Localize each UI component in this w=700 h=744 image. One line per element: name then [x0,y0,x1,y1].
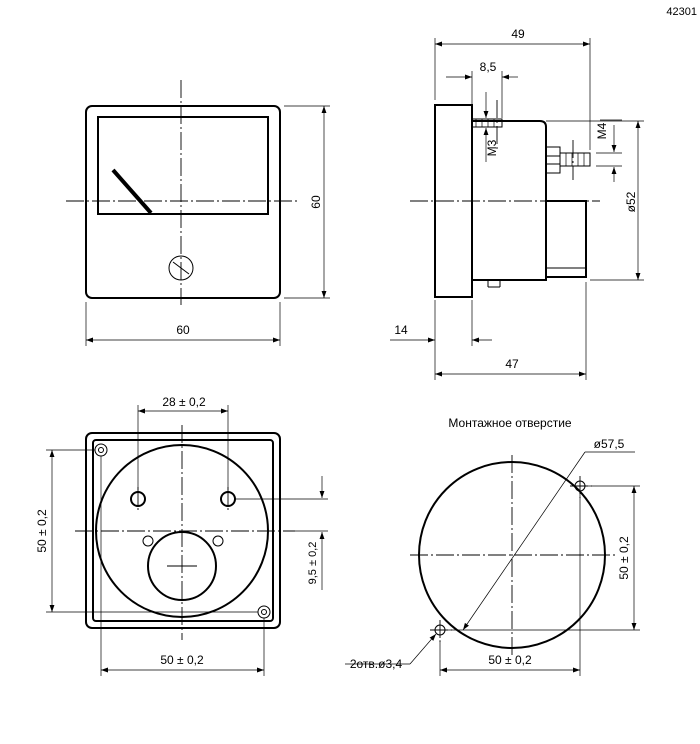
rear-view: 28 ± 0,2 50 ± 0,2 50 ± 0,2 9,5 ± 0,2 [35,395,328,676]
front-view: 60 60 [66,80,330,346]
rear-stud-offset-label: 9,5 ± 0,2 [307,542,319,585]
cutout-vertical-spacing-label: 50 ± 0,2 [617,536,631,580]
depth-label: 47 [505,357,519,371]
rear-case-inner [92,439,274,622]
screw-m4 [559,152,591,167]
stud-spacing-label: 28 ± 0,2 [162,395,206,409]
mounting-hole-title: Монтажное отверстие [448,416,571,430]
terminal-nut [545,146,561,174]
mounting-cutout-view: Монтажное отверстие ø57,5 50 ± 0,2 50 ± … [345,416,640,676]
cutout-diameter-label: ø57,5 [594,437,625,451]
corner-screw-top-left [94,443,108,457]
document-id: 42301 [666,6,697,18]
front-case [85,105,281,299]
scale-window [97,116,269,215]
stud-offset-label: 8,5 [480,60,497,74]
stud-thread-label: M3 [485,139,499,156]
body-diameter-label: ø52 [624,191,638,212]
screw-thread-label: M4 [595,122,609,139]
stud-m3 [471,118,503,128]
terminal-hole-left [142,535,154,547]
panel-label: 14 [394,323,408,337]
pointer-needle [111,168,153,215]
cutout-diameter-dimension [462,451,586,631]
holes-label: 2отв.ø3,4 [350,657,403,671]
holes-leader [409,633,437,665]
rear-height-label: 50 ± 0,2 [35,509,49,553]
front-height-label: 60 [309,195,323,209]
side-length-label: 49 [511,27,525,41]
side-rear-cap [545,200,587,278]
rear-case-outer [85,432,281,629]
side-body [472,120,547,281]
rear-width-label: 50 ± 0,2 [160,653,204,667]
terminal-hole-right [212,535,224,547]
corner-screw-bottom-right [257,605,271,619]
front-width-label: 60 [176,323,190,337]
cutout-horizontal-spacing-label: 50 ± 0,2 [488,653,532,667]
side-view: 49 8,5 M3 M4 ø52 14 47 [390,27,644,380]
